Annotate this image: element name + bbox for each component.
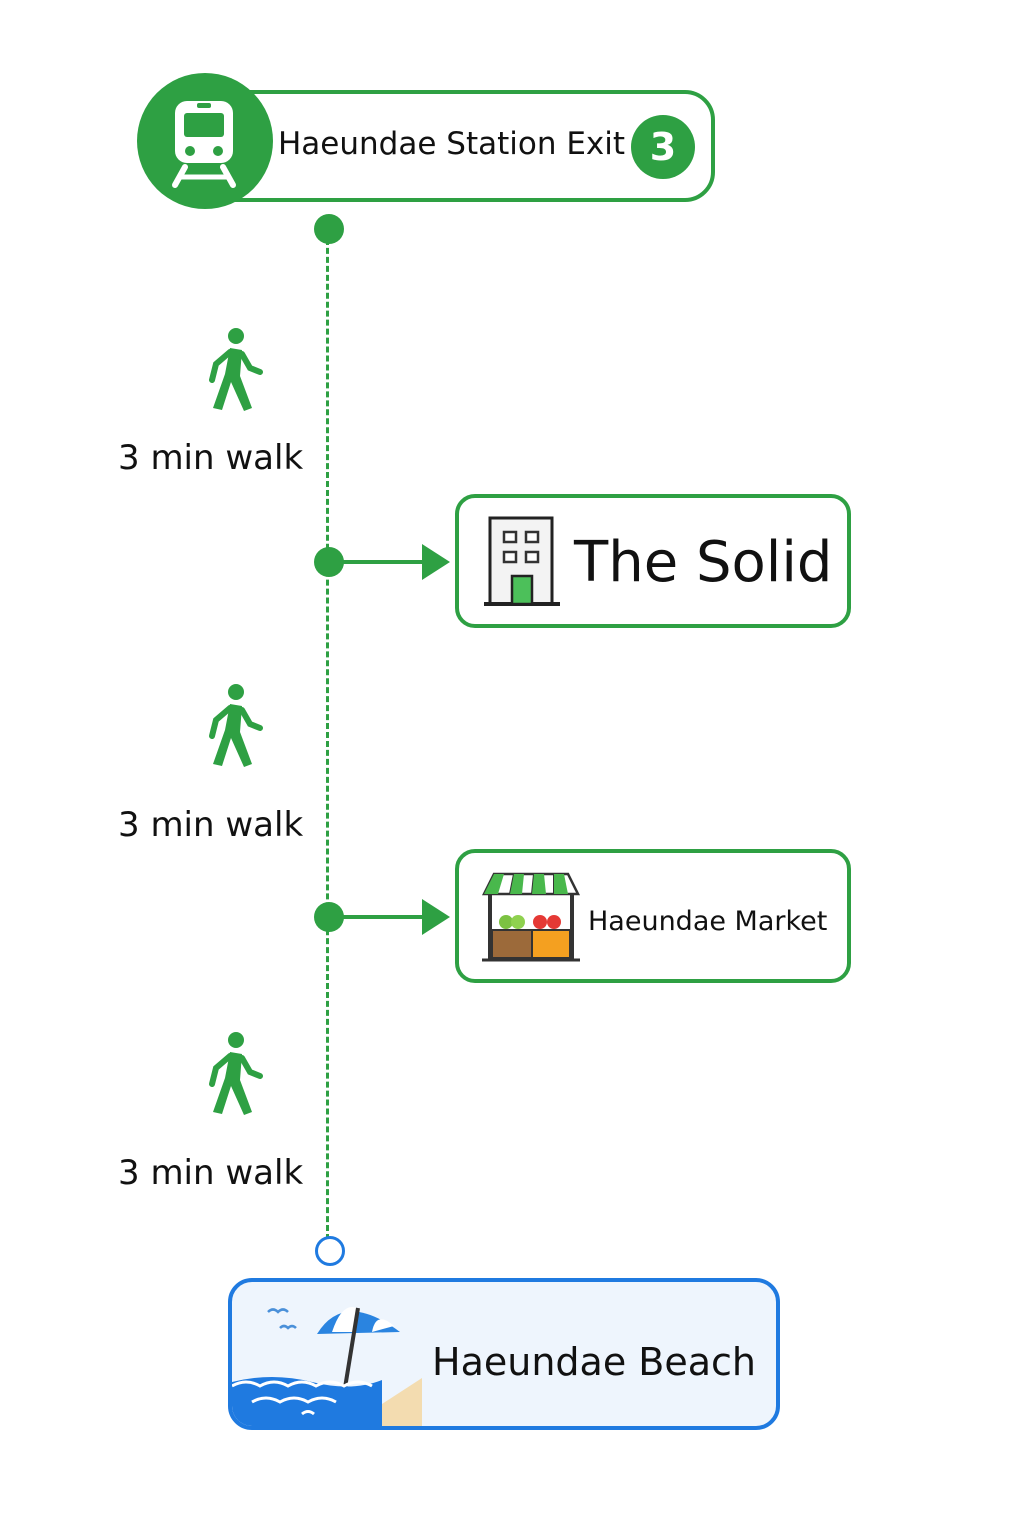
route-node-end — [315, 1236, 345, 1266]
walking-person-icon — [209, 1032, 263, 1115]
walking-person-icon — [209, 684, 263, 767]
walk-label-3: 3 min walk — [118, 1153, 304, 1193]
destination-card[interactable]: Haeundae Beach — [228, 1278, 780, 1430]
market-stall-icon — [481, 872, 581, 962]
walk-label-2: 3 min walk — [118, 805, 304, 845]
arrow-right-icon — [340, 544, 450, 580]
train-icon — [172, 101, 236, 188]
walking-person-icon — [209, 328, 263, 411]
stop-title-haeundae-market: Haeundae Market — [588, 906, 828, 937]
stop-title-the-solid: The Solid — [574, 530, 833, 595]
route-node-start — [314, 214, 344, 244]
start-card[interactable] — [205, 90, 715, 202]
station-badge — [137, 73, 273, 209]
route-node-stop-1 — [314, 547, 344, 577]
arrow-right-icon — [340, 899, 450, 935]
route-line — [326, 230, 329, 1240]
beach-umbrella-icon — [232, 1307, 422, 1426]
start-title: Haeundae Station Exit — [278, 126, 626, 162]
route-node-stop-2 — [314, 902, 344, 932]
walk-label-1: 3 min walk — [118, 438, 304, 478]
building-icon — [484, 516, 560, 606]
exit-number-badge: 3 — [631, 115, 695, 179]
destination-title: Haeundae Beach — [432, 1340, 756, 1384]
